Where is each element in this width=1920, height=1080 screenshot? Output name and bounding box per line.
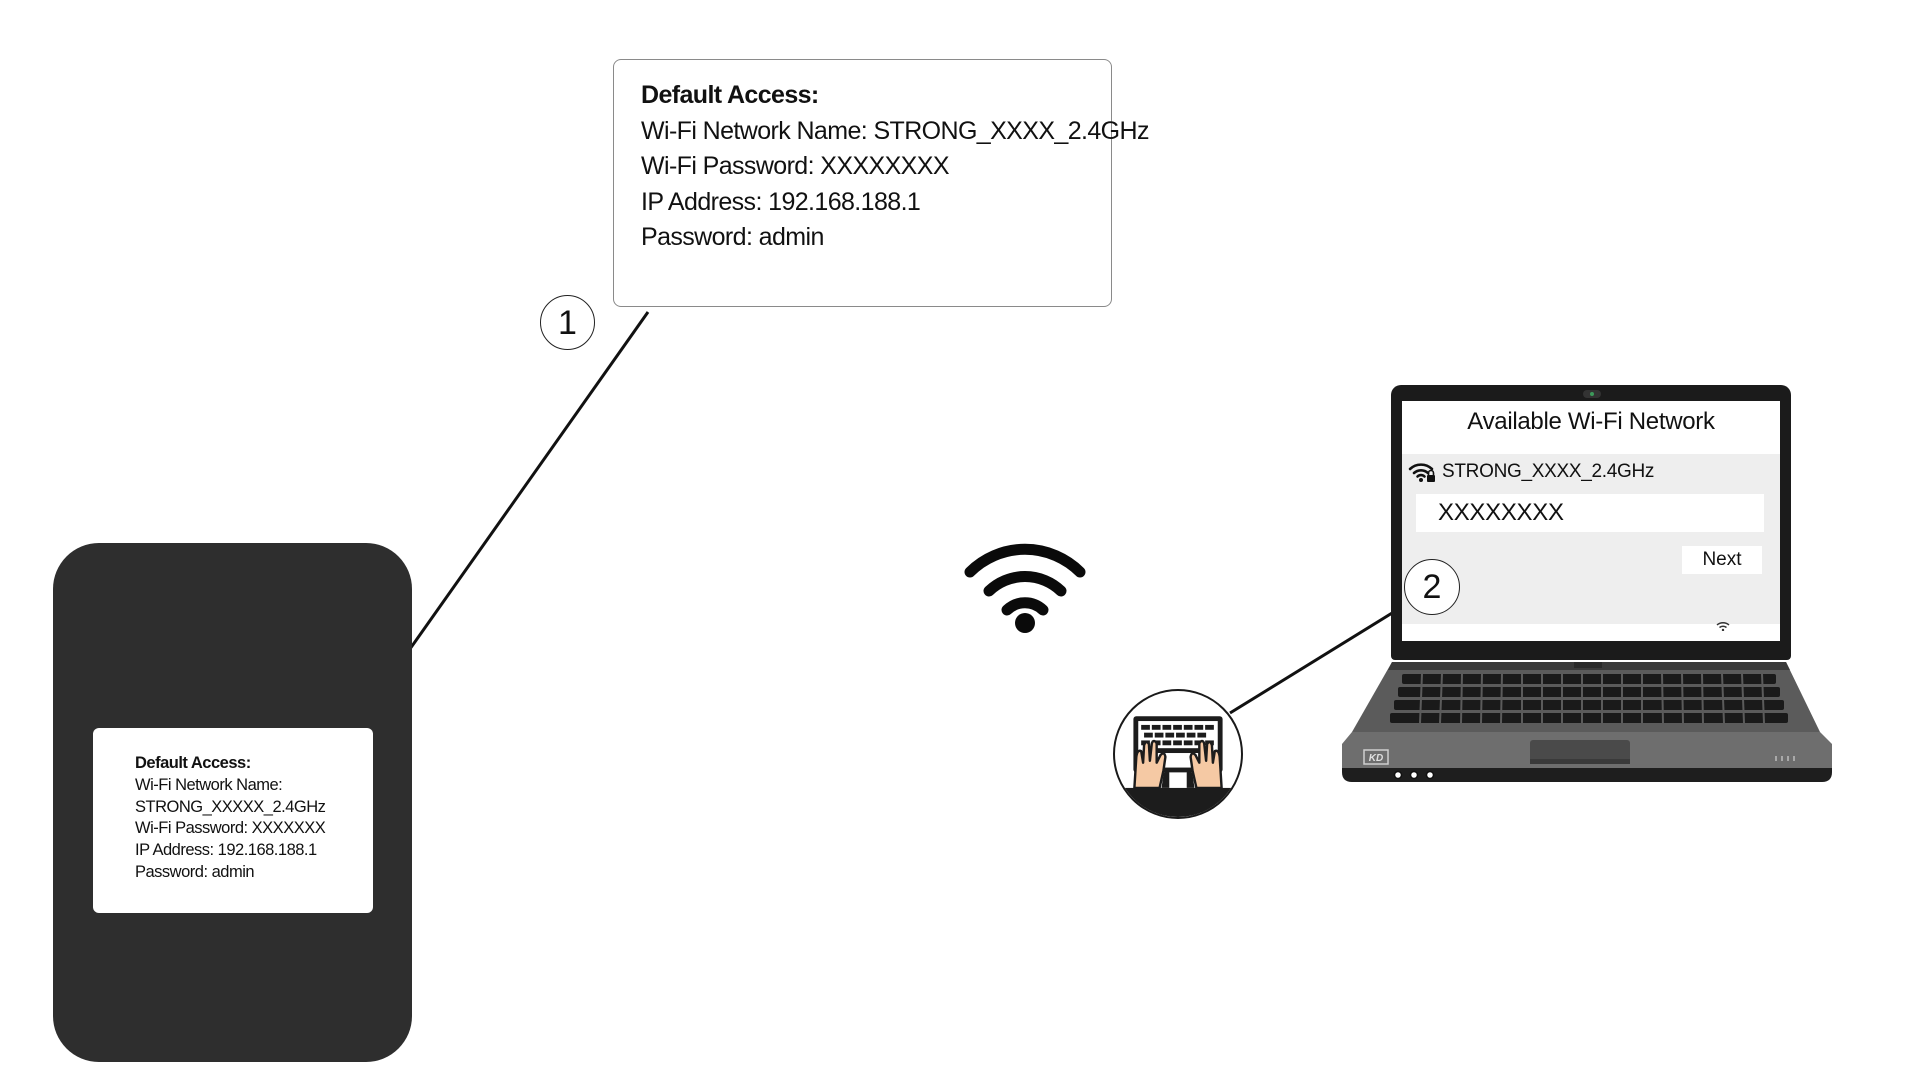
sticker-ip-address: IP Address: 192.168.188.1 <box>135 841 317 860</box>
wifi-lock-icon <box>1408 463 1435 482</box>
next-button[interactable]: Next <box>1682 546 1762 574</box>
callout-network-name: Wi-Fi Network Name: STRONG_XXXX_2.4GHz <box>641 116 1149 145</box>
router-device: Default Access: Wi-Fi Network Name: STRO… <box>53 543 412 1062</box>
laptop-keyboard-deck: KD KD <box>1342 662 1832 782</box>
screen-title: Available Wi-Fi Network <box>1467 408 1715 435</box>
laptop-deck-brand: KD <box>1369 753 1383 764</box>
sticker-heading: Default Access: <box>135 754 251 772</box>
default-access-callout: Default Access: Wi-Fi Network Name: STRO… <box>613 59 1149 307</box>
router-sticker: Default Access: Wi-Fi Network Name: STRO… <box>93 728 373 913</box>
laptop-lid: Available Wi-Fi Network STRONG_XXXX_2.4G… <box>1391 385 1791 660</box>
wifi-connect-panel: STRONG_XXXX_2.4GHz XXXXXXXX Next <box>1402 454 1780 624</box>
laptop-base: KD KD <box>1342 660 1832 800</box>
wifi-password-input[interactable]: XXXXXXXX <box>1416 494 1764 532</box>
laptop-vent-marks <box>1775 756 1795 761</box>
taskbar-wifi-icon <box>1716 621 1730 631</box>
wifi-icon <box>964 543 1086 633</box>
callout-admin-password: Password: admin <box>641 223 824 251</box>
network-ssid: STRONG_XXXX_2.4GHz <box>1442 461 1655 482</box>
webcam-icon <box>1583 390 1601 398</box>
step-1-badge: 1 <box>540 295 595 350</box>
keyboard-typing-icon-circle <box>1113 689 1243 819</box>
network-list-item[interactable]: STRONG_XXXX_2.4GHz <box>1408 461 1654 483</box>
laptop-brand-badge <box>1363 749 1389 765</box>
laptop-indicator-lights <box>1393 770 1435 780</box>
sticker-network-name-value: STRONG_XXXXX_2.4GHz <box>135 797 326 816</box>
step-2-badge: 2 <box>1404 559 1460 615</box>
callout-ip-address: IP Address: 192.168.188.1 <box>641 187 921 216</box>
laptop: Available Wi-Fi Network STRONG_XXXX_2.4G… <box>1342 382 1832 802</box>
callout-wifi-password: Wi-Fi Password: XXXXXXXX <box>641 152 950 180</box>
callout-heading: Default Access: <box>641 81 819 109</box>
sticker-network-name-label: Wi-Fi Network Name: <box>135 775 283 794</box>
sticker-wifi-password: Wi-Fi Password: XXXXXXX <box>135 819 326 838</box>
typing-hands-icon <box>1115 716 1241 817</box>
laptop-screen: Available Wi-Fi Network STRONG_XXXX_2.4G… <box>1402 401 1780 641</box>
sticker-admin-password: Password: admin <box>135 862 255 881</box>
